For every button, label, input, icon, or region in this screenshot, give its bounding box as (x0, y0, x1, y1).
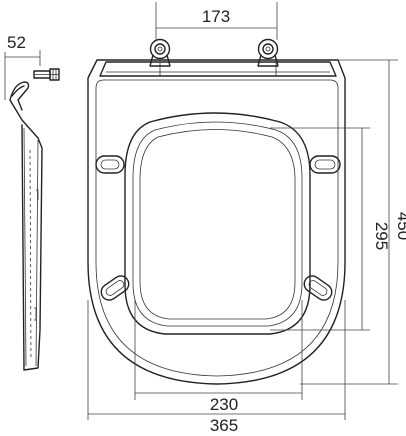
bumper-lower-right-icon (303, 275, 333, 301)
dimension-side-depth: 52 (4, 33, 41, 100)
side-hinge-curve (9, 81, 30, 111)
hinge-mount-left-icon (149, 38, 171, 67)
dimension-label-outer-width: 365 (210, 416, 238, 435)
bumper-upper-left-icon (95, 155, 125, 174)
bumper-upper-right-icon (309, 155, 341, 174)
dimension-label-inner-length: 295 (372, 222, 391, 250)
hinge-bar (99, 61, 337, 77)
dimension-label-outer-length: 450 (394, 212, 406, 240)
seat-opening-outer (124, 112, 311, 335)
dimension-label-inner-width: 230 (210, 395, 238, 414)
dimension-outer-length: 450 (300, 59, 406, 385)
top-view (87, 38, 346, 385)
dimension-inner-width: 230 (134, 300, 303, 414)
dimension-outer-width: 365 (87, 300, 346, 435)
seat-outer-outline (87, 59, 346, 385)
side-seat-profile (9, 99, 43, 371)
dimension-label-hinge-spacing: 173 (202, 7, 230, 26)
hinge-mount-right-icon (257, 38, 279, 67)
dimension-inner-length: 295 (270, 127, 391, 331)
seat-inner-rim (95, 79, 339, 377)
side-hinge-bolt (33, 68, 60, 81)
bumper-lower-left-icon (100, 275, 130, 301)
dimension-hinge-spacing: 173 (155, 2, 278, 40)
dimension-label-side-depth: 52 (7, 33, 26, 52)
side-view: 52 (4, 33, 60, 371)
seat-opening-inner (132, 121, 303, 327)
